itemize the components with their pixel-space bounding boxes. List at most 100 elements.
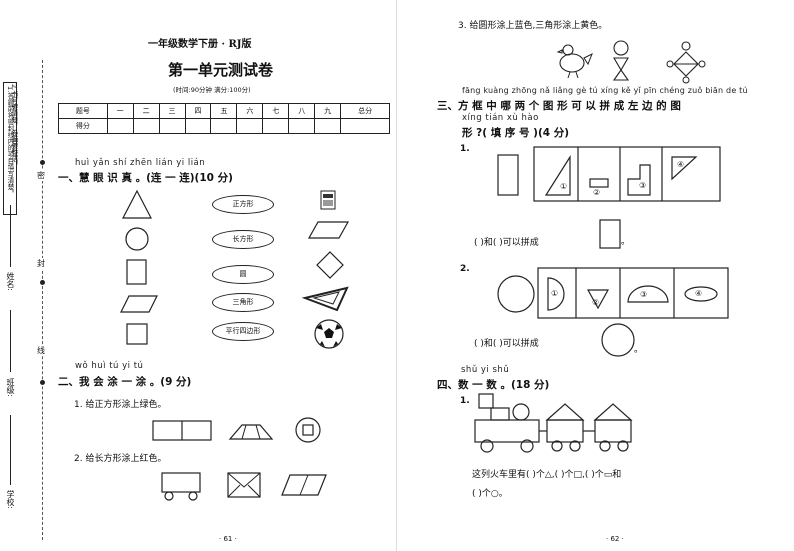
diamond-square-icon[interactable]	[316, 251, 344, 279]
cart-wheel-shape	[164, 491, 174, 501]
choice-1-triangle[interactable]	[544, 154, 571, 196]
choice-4-triangle[interactable]	[671, 156, 698, 181]
q2-answer-line[interactable]: ( )和( )可以拼成	[474, 339, 539, 349]
circle-shape[interactable]	[125, 227, 149, 251]
label-circle[interactable]: 圆	[212, 265, 274, 284]
score-cell[interactable]	[184, 118, 212, 134]
parallelogram-card-icon[interactable]	[307, 221, 350, 239]
train-answer-line-2[interactable]: ( )个○。	[472, 489, 508, 499]
label-rectangle[interactable]: 长方形	[212, 230, 274, 249]
score-cell[interactable]	[340, 118, 390, 134]
score-cell[interactable]	[236, 118, 264, 134]
section3-pinyin-1: fāng kuàng zhōng nǎ liǎng gè tú xíng kě …	[462, 86, 748, 95]
page-number-right: · 62 ·	[606, 535, 624, 543]
label-triangle[interactable]: 三角形	[212, 293, 274, 312]
table-cell: 五	[210, 103, 238, 119]
score-cell[interactable]	[314, 118, 342, 134]
score-cell[interactable]	[288, 118, 316, 134]
parallelogram-shape[interactable]	[120, 295, 158, 313]
class-field-line[interactable]	[10, 310, 11, 372]
figure-hand-circle[interactable]	[666, 60, 674, 68]
train-figure	[474, 393, 633, 453]
triangle-shape[interactable]	[122, 189, 152, 219]
choice-3-label: ③	[640, 290, 648, 299]
envelope-fold	[227, 484, 241, 498]
rectangle-shape[interactable]	[126, 259, 147, 285]
coin-shape[interactable]	[295, 417, 321, 443]
chick-leg	[567, 71, 571, 79]
choice-2-label: ②	[593, 188, 601, 197]
train-wheel-circle[interactable]	[520, 439, 534, 453]
seal-dot	[40, 380, 45, 385]
triangle-ruler-icon[interactable]	[301, 286, 349, 312]
section4-pinyin: shǔ yi shǔ	[461, 365, 510, 375]
score-cell[interactable]	[132, 118, 160, 134]
choice-2-rect[interactable]	[589, 178, 609, 188]
square-shape[interactable]	[126, 323, 148, 345]
label-square[interactable]: 正方形	[212, 195, 274, 214]
table-cell: 三	[158, 103, 186, 119]
chick-tail-triangle[interactable]	[583, 52, 593, 66]
score-cell[interactable]	[210, 118, 238, 134]
result-rectangle	[599, 219, 621, 249]
score-cell[interactable]	[106, 118, 134, 134]
cart-body-shape[interactable]	[161, 472, 201, 493]
envelope-shape[interactable]	[227, 472, 261, 498]
train-engine-rect[interactable]	[474, 419, 540, 443]
soccer-ball-patch	[324, 328, 334, 338]
figure-foot-circle[interactable]	[682, 76, 690, 84]
choice-4-eye[interactable]	[684, 286, 718, 302]
choice-frame	[537, 267, 729, 319]
label-parallelogram[interactable]: 平行四边形	[212, 322, 274, 341]
trapezoid-shape[interactable]	[228, 424, 274, 440]
book-icon-detail	[323, 194, 333, 198]
figure-arm-triangle[interactable]	[672, 51, 700, 65]
chick-leg	[575, 71, 579, 79]
train-wheel-circle[interactable]	[551, 440, 563, 452]
train-roof-triangle[interactable]	[593, 403, 633, 421]
figure-hand-circle[interactable]	[698, 60, 706, 68]
train-roof-triangle[interactable]	[545, 403, 585, 421]
train-answer-line-1[interactable]: 这列火车里有( )个△,( )个□,( )个▭和	[472, 470, 622, 480]
train-wheel-circle[interactable]	[617, 440, 629, 452]
train-car-rect[interactable]	[546, 419, 584, 443]
target-rectangle	[497, 154, 519, 196]
train-chimney-square[interactable]	[478, 393, 494, 409]
choice-frame	[533, 146, 721, 202]
section2-question-1: 1. 给正方形涂上绿色。	[74, 400, 167, 410]
choice-3-shape[interactable]	[627, 164, 651, 196]
train-circle[interactable]	[512, 403, 530, 421]
coin-square-hole[interactable]	[302, 424, 314, 436]
class-field-label: 班级:	[6, 378, 15, 397]
chick-body-ellipse[interactable]	[559, 53, 585, 73]
divider-line	[241, 424, 247, 440]
table-cell: 八	[288, 103, 316, 119]
section1-title: 一、慧 眼 识 真 。(连 一 连)(10 分)	[58, 172, 233, 184]
triangle-ruler-inner	[312, 291, 340, 305]
name-field-line[interactable]	[10, 205, 11, 267]
school-field-line[interactable]	[10, 415, 11, 485]
table-cell: 九	[314, 103, 342, 119]
score-cell[interactable]	[158, 118, 186, 134]
score-cell[interactable]	[262, 118, 290, 134]
q1-result-figure: 。	[599, 219, 628, 249]
train-wheel-circle[interactable]	[599, 440, 611, 452]
choice-2-sector[interactable]	[586, 289, 610, 310]
figure-head-circle[interactable]	[681, 41, 691, 51]
book-icon-detail	[323, 200, 333, 206]
figure-base-triangle[interactable]	[612, 69, 630, 81]
parallelogram-split-shape[interactable]	[281, 474, 327, 496]
choice-3-dome[interactable]	[627, 285, 669, 303]
train-wheel-circle[interactable]	[480, 439, 494, 453]
figure-head-circle[interactable]	[613, 40, 629, 56]
train-wheel-circle[interactable]	[569, 440, 581, 452]
figure-leg-triangle[interactable]	[672, 63, 700, 77]
choice-3-label: ③	[639, 181, 647, 190]
section3-pinyin-2: xíng tián xù hào	[462, 113, 539, 123]
chick-beak-triangle[interactable]	[556, 49, 563, 54]
train-cab-rect[interactable]	[490, 407, 510, 421]
q1-answer-line[interactable]: ( )和( )可以拼成	[474, 238, 539, 248]
train-car-rect[interactable]	[594, 419, 632, 443]
choice-1-half-circle[interactable]	[547, 277, 565, 311]
figure-body-triangle[interactable]	[613, 57, 629, 72]
